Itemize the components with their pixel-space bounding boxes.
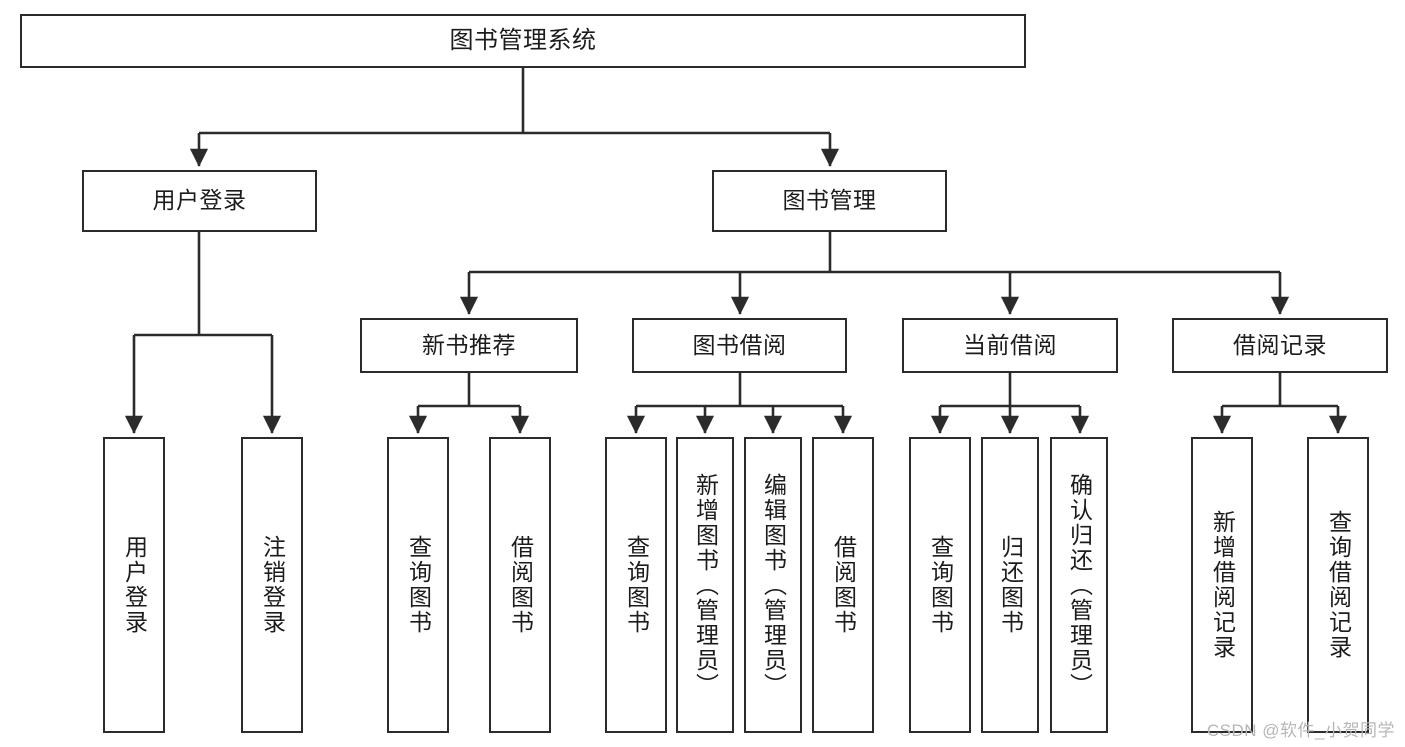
node-label: 确认归还（管理员） bbox=[1066, 472, 1093, 698]
node-label: 新增图书（管理员） bbox=[692, 472, 719, 698]
leaf-edit-book-admin[interactable]: 编辑图书（管理员） bbox=[744, 437, 802, 733]
node-label: 用户登录 bbox=[121, 535, 148, 635]
leaf-confirm-return-admin[interactable]: 确认归还（管理员） bbox=[1050, 437, 1108, 733]
leaf-return-book[interactable]: 归还图书 bbox=[981, 437, 1039, 733]
node-new-book-recommendation[interactable]: 新书推荐 bbox=[360, 318, 578, 373]
node-label: 查询借阅记录 bbox=[1325, 510, 1352, 660]
node-label: 编辑图书（管理员） bbox=[760, 472, 787, 698]
node-label: 借阅图书 bbox=[830, 535, 857, 635]
leaf-borrow-book[interactable]: 借阅图书 bbox=[812, 437, 874, 733]
node-book-management-system[interactable]: 图书管理系统 bbox=[20, 14, 1026, 68]
node-label: 图书借阅 bbox=[692, 331, 787, 358]
node-current-borrowing[interactable]: 当前借阅 bbox=[902, 318, 1118, 373]
node-label: 新书推荐 bbox=[422, 331, 516, 358]
node-label: 图书管理系统 bbox=[449, 26, 597, 54]
node-book-borrowing[interactable]: 图书借阅 bbox=[632, 318, 847, 373]
node-label: 借阅记录 bbox=[1233, 331, 1327, 358]
leaf-user-login[interactable]: 用户登录 bbox=[103, 437, 165, 733]
leaf-query-book-current[interactable]: 查询图书 bbox=[909, 437, 971, 733]
node-label: 当前借阅 bbox=[963, 331, 1057, 358]
leaf-add-book-admin[interactable]: 新增图书（管理员） bbox=[676, 437, 734, 733]
leaf-query-borrow-record[interactable]: 查询借阅记录 bbox=[1307, 437, 1369, 733]
node-label: 借阅图书 bbox=[507, 535, 534, 635]
watermark: CSDN @软件_小贺同学 bbox=[1206, 721, 1395, 740]
leaf-logout[interactable]: 注销登录 bbox=[241, 437, 303, 733]
leaf-query-book-recommend[interactable]: 查询图书 bbox=[387, 437, 449, 733]
node-label: 归还图书 bbox=[997, 535, 1024, 635]
node-user-login[interactable]: 用户登录 bbox=[82, 170, 317, 232]
node-label: 注销登录 bbox=[259, 535, 286, 635]
node-label: 查询图书 bbox=[405, 535, 432, 635]
node-label: 图书管理 bbox=[782, 187, 877, 214]
node-label: 用户登录 bbox=[152, 187, 247, 214]
node-label: 查询图书 bbox=[927, 535, 954, 635]
leaf-query-book-borrow[interactable]: 查询图书 bbox=[605, 437, 667, 733]
node-borrowing-record[interactable]: 借阅记录 bbox=[1172, 318, 1388, 373]
leaf-borrow-book-recommend[interactable]: 借阅图书 bbox=[489, 437, 551, 733]
leaf-add-borrow-record[interactable]: 新增借阅记录 bbox=[1191, 437, 1253, 733]
node-label: 查询图书 bbox=[623, 535, 650, 635]
node-label: 新增借阅记录 bbox=[1209, 510, 1236, 660]
node-book-management[interactable]: 图书管理 bbox=[712, 170, 947, 232]
